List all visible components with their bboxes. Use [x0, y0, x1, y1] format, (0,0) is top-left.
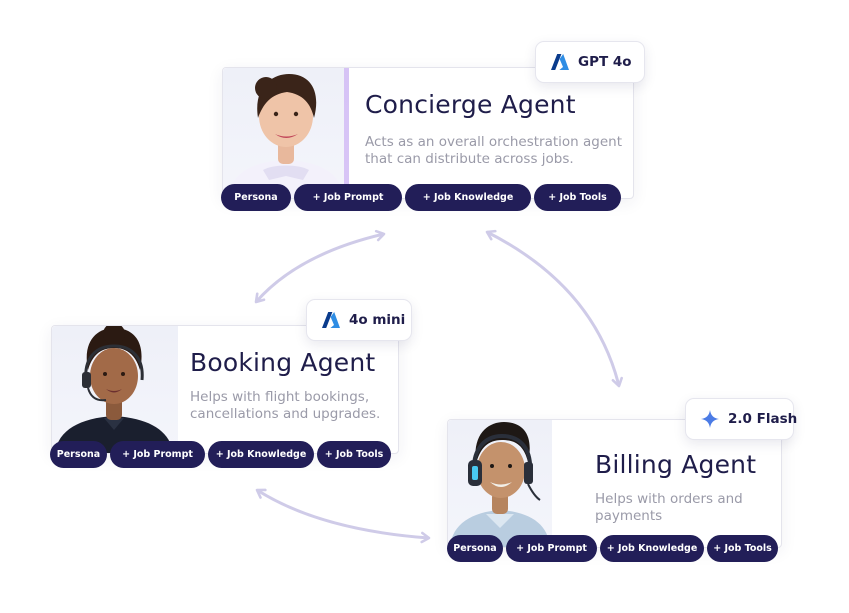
billing-model-label: 2.0 Flash — [728, 411, 798, 427]
concierge-agent-description: Acts as an overall orchestration agent t… — [365, 134, 623, 167]
concierge-agent-avatar — [223, 68, 349, 198]
persona-chip[interactable]: Persona — [447, 535, 503, 562]
arrow-concierge-billing — [485, 229, 623, 388]
booking-agent-description: Helps with flight bookings, cancellation… — [190, 389, 381, 422]
billing-agent-title: Billing Agent — [595, 450, 757, 479]
booking-agent-title: Booking Agent — [190, 348, 376, 377]
arrow-booking-billing — [255, 488, 431, 544]
billing-model-badge: 2.0 Flash — [685, 398, 798, 440]
job-tools-chip[interactable]: + Job Tools — [707, 535, 778, 562]
billing-agent-avatar — [448, 420, 552, 547]
concierge-model-badge: GPT 4o — [535, 41, 645, 83]
arrow-concierge-booking — [254, 229, 386, 304]
concierge-agent-title: Concierge Agent — [365, 90, 576, 119]
persona-chip[interactable]: Persona — [50, 441, 107, 468]
booking-agent-chips: Persona + Job Prompt + Job Knowledge + J… — [50, 441, 391, 468]
billing-agent-card[interactable]: Billing Agent Helps with orders and paym… — [447, 419, 782, 548]
concierge-agent-chips: Persona + Job Prompt + Job Knowledge + J… — [221, 184, 621, 211]
billing-agent-description: Helps with orders and payments — [595, 491, 743, 524]
booking-model-label: 4o mini — [349, 312, 406, 328]
job-prompt-chip[interactable]: + Job Prompt — [506, 535, 597, 562]
job-tools-chip[interactable]: + Job Tools — [317, 441, 391, 468]
concierge-agent-card[interactable]: Concierge Agent Acts as an overall orche… — [222, 67, 634, 199]
azure-icon — [321, 310, 341, 330]
job-prompt-chip[interactable]: + Job Prompt — [110, 441, 205, 468]
persona-chip[interactable]: Persona — [221, 184, 291, 211]
gemini-sparkle-icon — [700, 409, 720, 429]
booking-agent-card[interactable]: Booking Agent Helps with flight bookings… — [51, 325, 399, 454]
booking-agent-avatar — [52, 326, 178, 453]
azure-icon — [550, 52, 570, 72]
booking-model-badge: 4o mini — [306, 299, 412, 341]
job-prompt-chip[interactable]: + Job Prompt — [294, 184, 402, 211]
job-tools-chip[interactable]: + Job Tools — [534, 184, 621, 211]
concierge-model-label: GPT 4o — [578, 54, 632, 70]
job-knowledge-chip[interactable]: + Job Knowledge — [600, 535, 704, 562]
billing-agent-chips: Persona + Job Prompt + Job Knowledge + J… — [447, 535, 778, 562]
job-knowledge-chip[interactable]: + Job Knowledge — [405, 184, 531, 211]
job-knowledge-chip[interactable]: + Job Knowledge — [208, 441, 314, 468]
